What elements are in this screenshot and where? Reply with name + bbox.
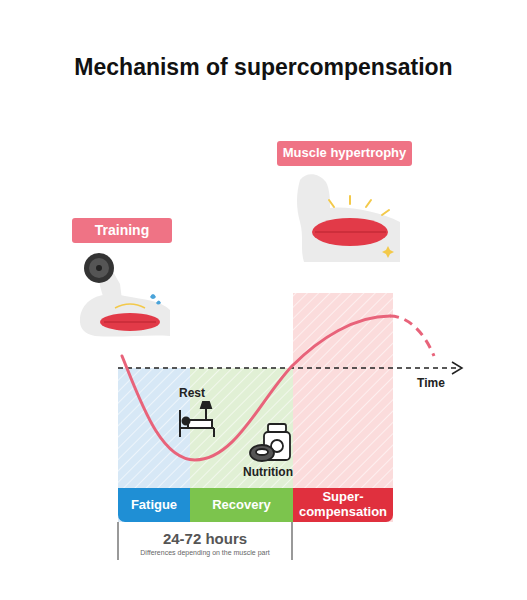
bracket-line [117,522,119,560]
performance-curve [122,316,390,460]
node-text: Recovery [212,498,271,513]
icon-label: Rest [179,386,205,400]
node-text: Fatigue [131,498,177,513]
axis-arrowhead [452,362,462,374]
decline-curve [390,316,434,356]
node-text: Training [95,222,149,238]
diagram-title: Mechanism of supercompensation [74,54,452,81]
stage-tag: Muscle hypertrophy [277,141,413,166]
node-text: Super- compensation [296,490,390,520]
flexed-arm [297,174,400,262]
phase-band: Fatigue [118,488,190,522]
phase-band: Recovery [190,488,293,522]
nutrition-icon [250,424,290,461]
bracket-line [291,522,293,560]
axis-label: Time [417,376,445,390]
stage-tag: Training [72,218,172,243]
duration-label: 24-72 hours [163,530,247,547]
icon-label: Nutrition [243,465,293,479]
training-arm [80,253,170,337]
node-text: Muscle hypertrophy [283,146,407,161]
phase-band: Super- compensation [293,488,393,522]
duration-note: Differences depending on the muscle part [140,549,269,556]
bed-icon [180,402,214,437]
